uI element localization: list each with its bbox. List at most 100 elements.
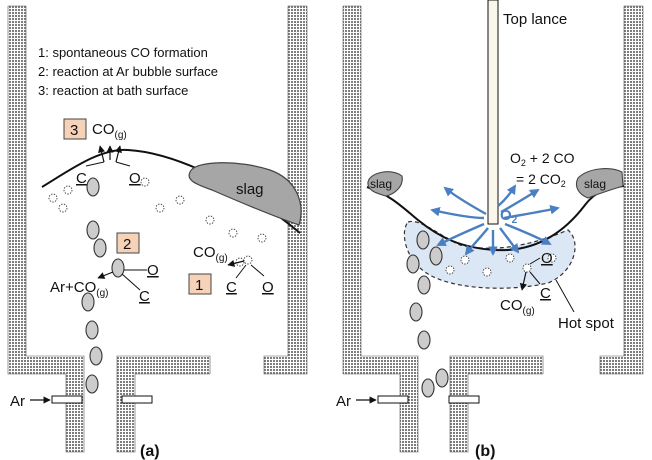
panel-b-o-label: O bbox=[541, 250, 553, 267]
small-bubble bbox=[58, 203, 68, 213]
panel-b-tuyere-left bbox=[377, 395, 409, 404]
panel-b-reaction-line1: O2 + 2 CO bbox=[510, 150, 575, 168]
panel-b-reaction-line2: = 2 CO2 bbox=[516, 171, 566, 189]
panel-b-caption: (b) bbox=[475, 443, 495, 460]
panel-a-badge-3-text: 3 bbox=[70, 122, 78, 139]
small-bubble bbox=[243, 255, 253, 265]
panel-a-co-bubbles bbox=[48, 177, 267, 267]
panel-b-line-c bbox=[529, 271, 541, 285]
bubble bbox=[409, 302, 423, 322]
panel-a-tuyere-left bbox=[51, 395, 83, 404]
bubble bbox=[406, 254, 420, 274]
panel-a-legend-3: 3: reaction at bath surface bbox=[38, 83, 188, 98]
bubble bbox=[429, 246, 443, 266]
small-bubble bbox=[205, 215, 215, 225]
oxygen-arrow bbox=[503, 204, 560, 220]
panel-b-top-lance-label: Top lance bbox=[503, 11, 567, 28]
panel-a-badge-1-text: 1 bbox=[195, 277, 203, 294]
oxygen-arrow bbox=[500, 188, 540, 214]
panel-b-slag-right bbox=[575, 168, 624, 199]
small-bubble bbox=[63, 185, 73, 195]
panel-a-slag bbox=[188, 162, 302, 226]
panel-a-o-2: O bbox=[147, 262, 159, 279]
panel-b-line-o bbox=[529, 257, 541, 265]
bubble bbox=[85, 374, 99, 394]
small-bubble bbox=[460, 255, 470, 265]
panel-a-ar-co-label: Ar+CO(g) bbox=[50, 279, 109, 299]
bubble bbox=[435, 368, 449, 388]
bubble bbox=[86, 220, 100, 240]
panel-a-badge-2-text: 2 bbox=[123, 236, 131, 253]
panel-b-ar-label: Ar bbox=[336, 393, 351, 410]
panel-a-line-o1 bbox=[250, 264, 265, 277]
bubble bbox=[86, 177, 100, 197]
oxygen-arrow bbox=[497, 184, 517, 207]
bubble bbox=[85, 320, 99, 340]
panel-b-co-arrow bbox=[519, 271, 527, 291]
panel-b-slag-left-label: slag bbox=[370, 177, 392, 191]
oxygen-arrow bbox=[436, 222, 485, 247]
panel-a-badge-3 bbox=[63, 118, 87, 140]
bubble bbox=[89, 346, 103, 366]
panel-b-left-wall bbox=[342, 5, 419, 453]
panel-b-c-label: C bbox=[540, 285, 551, 302]
panel-a-legend-2: 2: reaction at Ar bubble surface bbox=[38, 64, 218, 79]
small-bubble bbox=[140, 177, 150, 187]
panel-a-ar-bubbles bbox=[81, 177, 125, 394]
panel-a-o-1: O bbox=[262, 279, 274, 296]
panel-a-arrow-1 bbox=[227, 259, 245, 267]
panel-b-right-wall bbox=[599, 5, 644, 375]
panel-a-ar-label: Ar bbox=[10, 393, 25, 410]
bubble bbox=[111, 258, 125, 278]
panel-a-left-wall bbox=[7, 5, 85, 453]
small-bubble bbox=[505, 253, 515, 263]
bubble bbox=[421, 378, 435, 398]
panel-a: Ar slag 1: spontaneous CO formation 2: r… bbox=[7, 5, 308, 460]
oxygen-arrow bbox=[499, 227, 520, 254]
panel-a-c-3: C bbox=[76, 170, 87, 187]
panel-a-slag-label: slag bbox=[236, 181, 264, 198]
panel-a-tuyere-right bbox=[121, 395, 153, 404]
panel-a-line-c2 bbox=[121, 273, 141, 291]
bubble bbox=[417, 275, 431, 295]
small-bubble bbox=[48, 193, 58, 203]
panel-b: Ar slag slag Top lance O2 + 2 CO = 2 CO2… bbox=[336, 0, 644, 460]
panel-a-o-3: O bbox=[129, 170, 141, 187]
panel-a-arrow-2 bbox=[97, 271, 114, 279]
panel-a-line-o3 bbox=[115, 161, 131, 167]
panel-b-slag-left bbox=[367, 171, 403, 197]
panel-b-oxygen-jets bbox=[430, 184, 560, 256]
panel-a-c-1: C bbox=[226, 279, 237, 296]
panel-b-ar-bubbles bbox=[406, 230, 449, 398]
panel-a-line-c1 bbox=[235, 264, 247, 279]
panel-a-arrow-3c bbox=[114, 145, 122, 163]
bubble bbox=[93, 238, 107, 258]
small-bubble bbox=[445, 265, 455, 275]
small-bubble bbox=[155, 203, 165, 213]
panel-b-slag-right-label: slag bbox=[584, 177, 606, 191]
panel-a-badge-2 bbox=[116, 232, 140, 254]
panel-a-co-gas-1: CO(g) bbox=[193, 244, 228, 264]
panel-b-co-bubbles bbox=[445, 253, 557, 277]
oxygen-arrow bbox=[443, 186, 487, 216]
small-bubble bbox=[257, 233, 267, 243]
bubble bbox=[81, 292, 95, 312]
small-bubble bbox=[547, 253, 557, 263]
panel-b-hot-spot-leader bbox=[555, 279, 575, 313]
panel-a-badge-1 bbox=[188, 273, 212, 295]
panel-a-center-plug bbox=[116, 355, 211, 453]
panel-a-legend-1: 1: spontaneous CO formation bbox=[38, 45, 208, 60]
panel-b-top-lance bbox=[487, 0, 499, 225]
panel-a-right-wall bbox=[263, 5, 308, 375]
panel-a-co-gas-3: CO(g) bbox=[92, 121, 127, 141]
panel-a-c-2: C bbox=[139, 288, 150, 305]
bubble bbox=[417, 330, 431, 350]
oxygen-arrow bbox=[464, 227, 489, 256]
panel-a-caption: (a) bbox=[140, 443, 160, 460]
small-bubble bbox=[175, 195, 185, 205]
small-bubble bbox=[228, 228, 238, 238]
panel-a-arrow-3a bbox=[98, 145, 106, 163]
panel-b-tuyere-right bbox=[448, 395, 480, 404]
panel-b-hot-spot-label: Hot spot bbox=[558, 315, 615, 332]
